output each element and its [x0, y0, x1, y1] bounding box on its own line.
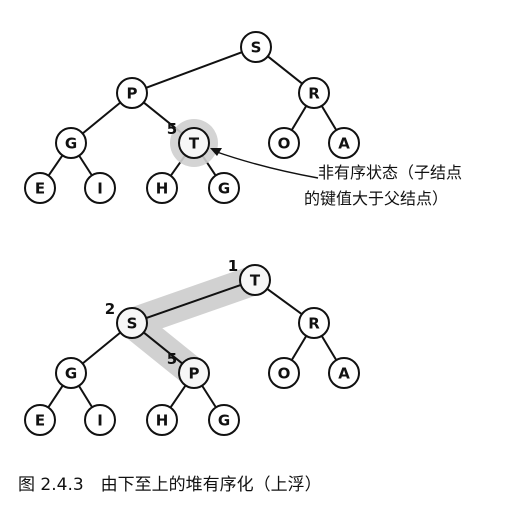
- node-t: [239, 264, 271, 296]
- edge-g-e: [47, 384, 64, 409]
- annotation: 非有序状态（子结点 的键值大于父结点）: [210, 148, 462, 208]
- edge-g-i: [78, 385, 93, 408]
- node-h: [146, 404, 178, 436]
- edge-g-i: [78, 155, 93, 176]
- node-h: [146, 172, 178, 204]
- node-g2-label: G: [218, 412, 230, 430]
- node-e: [24, 172, 56, 204]
- edge-g-e: [47, 154, 64, 177]
- node-r: [298, 307, 330, 339]
- annotation-line-1: 非有序状态（子结点: [318, 163, 462, 182]
- node-g-label: G: [65, 135, 77, 153]
- node-p-label: P: [127, 85, 138, 103]
- edge-t-s: [145, 284, 242, 319]
- annotation-line-2: 的键值大于父结点）: [304, 189, 448, 208]
- node-i: [84, 404, 116, 436]
- node-s-index: 2: [105, 300, 115, 318]
- edge-p-g2: [201, 385, 217, 408]
- node-t-index: 1: [228, 257, 238, 275]
- node-t: [178, 127, 210, 159]
- node-i: [84, 172, 116, 204]
- node-r-label: R: [308, 315, 320, 333]
- node-g-label: G: [65, 365, 77, 383]
- node-r: [298, 77, 330, 109]
- edge-s-r: [267, 55, 303, 85]
- node-t-index: 5: [167, 120, 177, 138]
- edge-p-h: [169, 384, 187, 409]
- edge-s-p: [143, 331, 183, 365]
- edge-t-r: [266, 288, 303, 315]
- node-s-label: S: [251, 39, 262, 57]
- node-e: [24, 404, 56, 436]
- top-tree: S P R G T5O A E I H G: [24, 31, 360, 204]
- node-a: [328, 127, 360, 159]
- node-e-label: E: [35, 180, 45, 198]
- node-g2-label: G: [218, 180, 230, 198]
- node-r-label: R: [308, 85, 320, 103]
- node-p: [116, 77, 148, 109]
- node-e-label: E: [35, 412, 45, 430]
- edge-r-o: [290, 105, 308, 131]
- edge-r-a: [320, 335, 338, 361]
- node-h-label: H: [156, 412, 169, 430]
- node-t-label: T: [189, 135, 200, 153]
- edge-s-p: [145, 51, 243, 89]
- node-a-label: A: [338, 135, 350, 153]
- node-g: [55, 357, 87, 389]
- node-o: [268, 357, 300, 389]
- node-o-label: O: [278, 135, 291, 153]
- arrowhead-icon: [210, 148, 222, 156]
- node-g: [55, 127, 87, 159]
- node-o-label: O: [278, 365, 291, 383]
- node-g2: [208, 172, 240, 204]
- edge-s-g: [81, 331, 122, 365]
- annotation-arrow: [213, 150, 319, 179]
- figure-caption: 图 2.4.3 由下至上的堆有序化（上浮）: [18, 475, 322, 495]
- node-o: [268, 127, 300, 159]
- node-a: [328, 357, 360, 389]
- node-t-label: T: [250, 272, 261, 290]
- edge-r-o: [290, 335, 308, 361]
- node-a-label: A: [338, 365, 350, 383]
- node-s: [240, 31, 272, 63]
- node-i-label: I: [97, 180, 103, 198]
- edge-p-g: [81, 101, 122, 135]
- node-p-label: P: [189, 365, 200, 383]
- node-s-label: S: [127, 315, 138, 333]
- edge-r-a: [320, 105, 338, 131]
- node-p: [178, 357, 210, 389]
- node-s: [116, 307, 148, 339]
- node-h-label: H: [156, 180, 169, 198]
- node-g2: [208, 404, 240, 436]
- node-p-index: 5: [167, 350, 177, 368]
- node-i-label: I: [97, 412, 103, 430]
